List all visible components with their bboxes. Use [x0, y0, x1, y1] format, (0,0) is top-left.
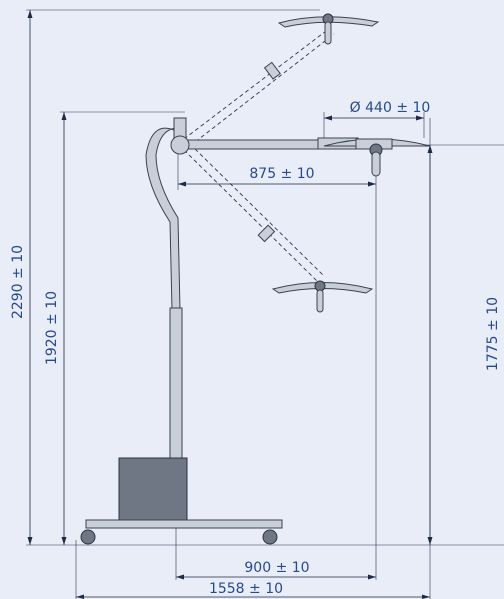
arm-pivot [170, 135, 190, 155]
arrowhead [176, 574, 184, 580]
raised-arm-ghost [183, 13, 380, 147]
arrowhead [324, 115, 332, 121]
arrowhead [61, 537, 67, 545]
dimension-lines [27, 10, 433, 599]
arrowhead [368, 181, 376, 187]
lowered-arm-line-a [183, 149, 319, 283]
raised-arm-line-b [189, 33, 335, 147]
raised-lamp-handle [324, 21, 332, 45]
arrowhead [61, 112, 67, 120]
dimension-labels: 2290 ± 10 1920 ± 10 1775 ± 10 Ø 440 ± 10… [10, 100, 501, 597]
base-offset-label: 900 ± 10 [244, 560, 309, 576]
arrowhead [427, 145, 433, 153]
arrowhead [427, 537, 433, 545]
raised-arm-line-a [183, 27, 331, 140]
raised-arm-joint [263, 61, 281, 80]
battery-box [118, 457, 188, 523]
lowered-arm-line-b [189, 143, 325, 277]
horizontal-arm-tube [183, 139, 323, 150]
neck-cap [173, 117, 187, 139]
lowered-lamp-handle [316, 289, 324, 313]
arrowhead [422, 594, 430, 599]
arrowhead [76, 594, 84, 599]
arrowhead [368, 574, 376, 580]
lowered-arm-joint [257, 224, 276, 243]
arrowhead [27, 10, 33, 18]
total-height-label: 2290 ± 10 [10, 245, 26, 319]
curved-neck [145, 127, 181, 311]
extension-lines [26, 9, 504, 599]
arm-reach-label: 875 ± 10 [249, 166, 314, 182]
arrowhead [27, 537, 33, 545]
arrowhead [178, 181, 186, 187]
arm-height-label: 1920 ± 10 [44, 291, 60, 365]
arrowhead [416, 115, 424, 121]
column [169, 307, 183, 461]
caster-left [80, 529, 96, 545]
head-diameter-label: Ø 440 ± 10 [350, 100, 431, 116]
caster-right [262, 529, 278, 545]
stand [80, 117, 283, 545]
base-frame [85, 519, 283, 529]
overall-width-label: 1558 ± 10 [209, 581, 283, 597]
lowered-arm-ghost [183, 143, 374, 313]
lamp-handle [371, 151, 381, 177]
horizontal-arm [183, 137, 431, 177]
head-height-label: 1775 ± 10 [485, 297, 501, 371]
